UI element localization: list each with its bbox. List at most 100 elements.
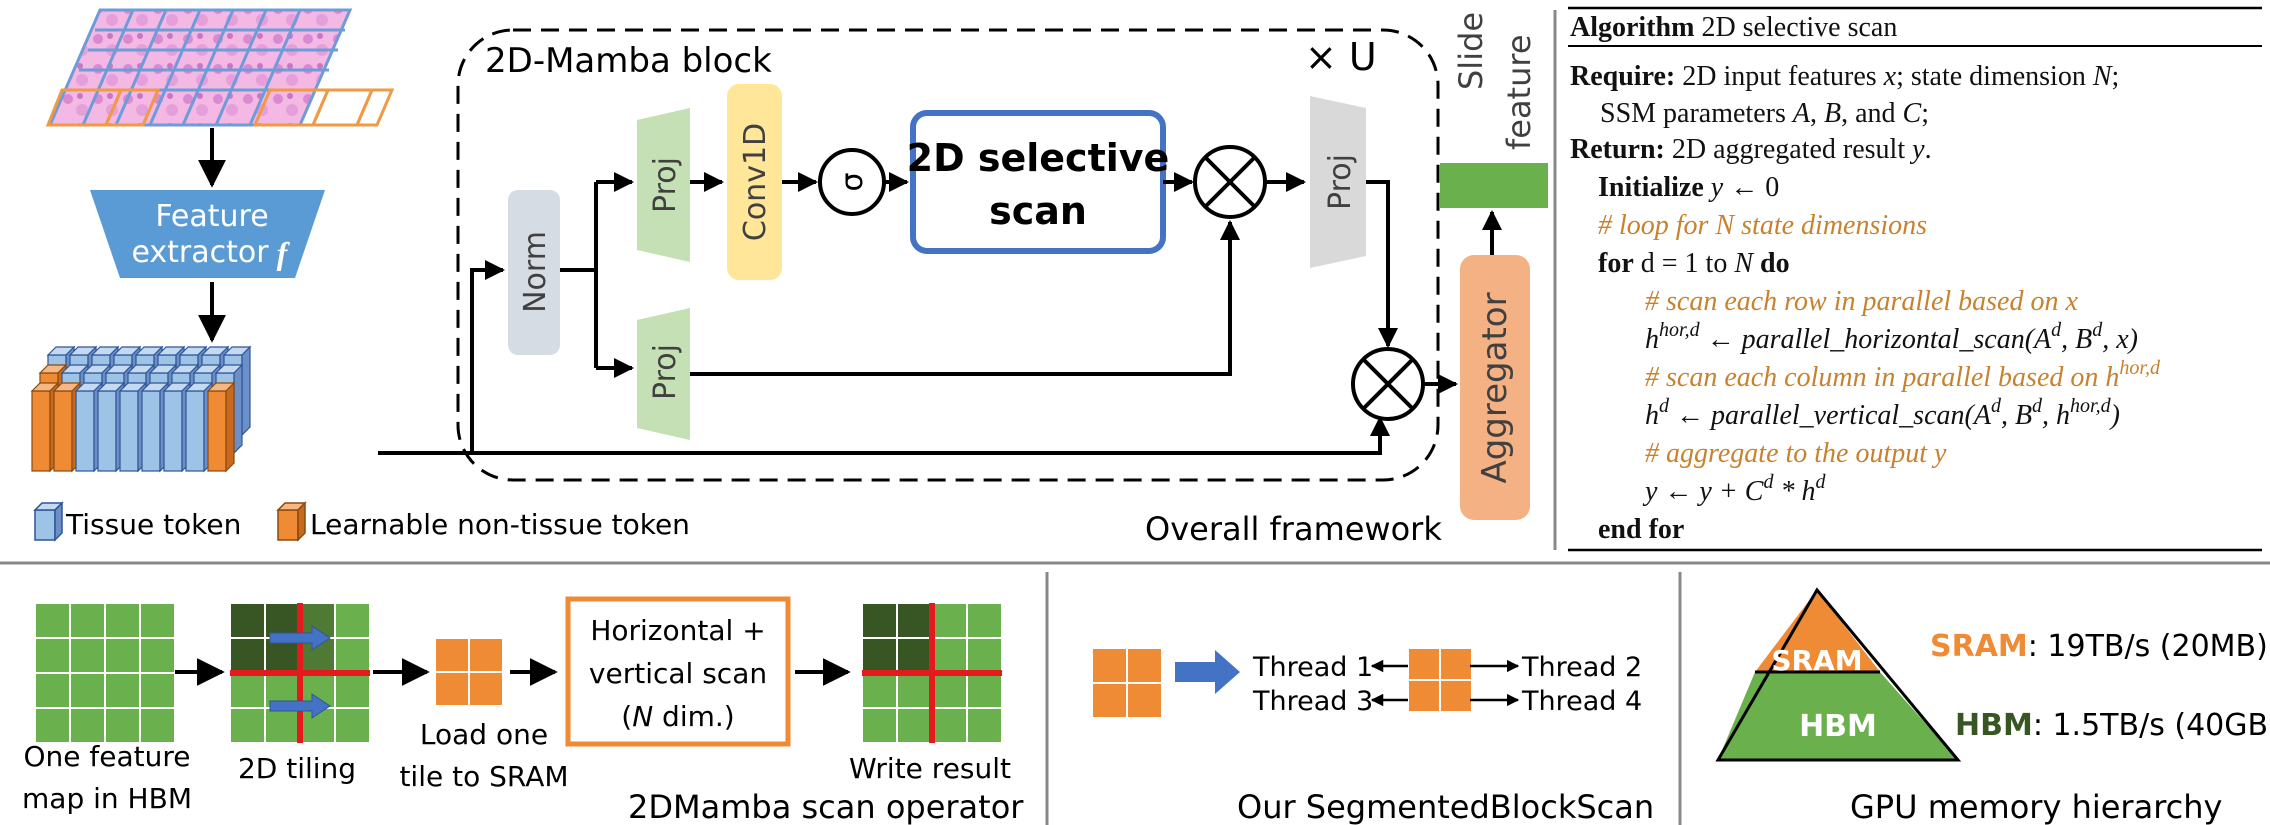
tiling-grid: [229, 602, 371, 744]
grid-cell: [931, 707, 968, 744]
grid-cell: [1091, 647, 1128, 684]
hbm-label: HBM: [1799, 709, 1877, 744]
segmented-caption: Our SegmentedBlockScan: [1237, 788, 1654, 825]
result-grid: [861, 602, 1003, 744]
repeat-count: × U: [1305, 35, 1377, 79]
grid-cell: [69, 602, 106, 639]
memory-pyramid-outline: [1715, 587, 1962, 762]
scan-box-line-2: vertical scan: [589, 657, 767, 690]
sram-rate: SRAM: 19TB/s (20MB): [1930, 629, 2268, 664]
grid-cell: [1407, 647, 1441, 681]
grid-cell: [334, 602, 371, 639]
arrow-to-norm: [470, 260, 505, 453]
label-write: Write result: [849, 752, 1011, 785]
proj-bottom-label: Proj: [648, 344, 683, 400]
grid-cell: [34, 637, 71, 674]
aggregator-block: [1460, 255, 1530, 520]
algo-require: Require: 2D input features x; state dime…: [1570, 61, 2119, 92]
feature-extractor: [90, 190, 325, 278]
feature-extractor-label-1: Feature: [155, 199, 268, 234]
grid-cell: [264, 602, 301, 639]
mamba-block-border: [456, 28, 1440, 482]
sram-tier: [1755, 590, 1880, 672]
algo-end-for: end for: [1598, 514, 1684, 545]
grid-cell: [1126, 647, 1163, 684]
scan-box-line-1: Horizontal +: [590, 614, 765, 647]
grid-cell: [861, 707, 898, 744]
token-grid: [30, 345, 252, 473]
label-hbm-2: map in HBM: [22, 782, 192, 815]
grid-cell: [34, 672, 71, 709]
grid-cell: [229, 637, 266, 674]
thread-2-label: Thread 2: [1521, 652, 1642, 683]
grid-cell: [334, 637, 371, 674]
feature-map-hbm-grid: [34, 602, 176, 744]
grid-cell: [434, 671, 470, 707]
thread-3-label: Thread 3: [1252, 686, 1373, 717]
grid-cell: [264, 707, 301, 744]
grid-cell: [334, 672, 371, 709]
legend-tissue-swatch: [33, 501, 64, 542]
proj-top-label: Proj: [648, 157, 683, 213]
grid-cell: [104, 637, 141, 674]
scan-box-line-3: (N dim.): [621, 700, 734, 733]
algo-comment-row: # scan each row in parallel based on x: [1645, 286, 2078, 317]
label-tiling: 2D tiling: [238, 752, 356, 785]
algo-comment-agg: # aggregate to the output y: [1645, 438, 1947, 469]
legend-tissue-label: Tissue token: [65, 508, 241, 541]
sram-tile: [434, 637, 504, 707]
label-hbm-1: One feature: [23, 740, 190, 773]
grid-cell: [229, 672, 266, 709]
multiply-top: [1193, 145, 1267, 219]
segmented-thread-tile: [1407, 647, 1473, 713]
grid-cell: [139, 602, 176, 639]
grid-cell: [896, 637, 933, 674]
norm-label: Norm: [518, 231, 553, 313]
grid-cell: [1407, 679, 1441, 713]
scan-operator-box: [565, 596, 791, 747]
norm-block: [508, 190, 560, 355]
algo-comment-loop: # loop for N state dimensions: [1598, 210, 1927, 241]
segmented-source-tile: [1091, 647, 1163, 719]
feature-extractor-label-2: extractor: [131, 235, 269, 270]
feature-extractor-symbol: f: [277, 235, 291, 271]
grid-cell: [896, 707, 933, 744]
grid-cell: [69, 707, 106, 744]
multiply-bottom: [1351, 347, 1425, 421]
grid-cell: [34, 602, 71, 639]
grid-cell: [1126, 682, 1163, 719]
algo-title: Algorithm 2D selective scan: [1570, 12, 1897, 43]
thread-4-label: Thread 4: [1521, 686, 1642, 717]
grid-cell: [229, 602, 266, 639]
grid-cell: [896, 672, 933, 709]
slide-feature-label-2: feature: [1500, 34, 1538, 150]
mamba-block-title: 2D-Mamba block: [485, 41, 772, 81]
grid-cell: [104, 602, 141, 639]
slide-feature-block: [1440, 163, 1548, 208]
thread-1-label: Thread 1: [1252, 652, 1373, 683]
label-load-2: tile to SRAM: [399, 760, 568, 793]
grid-cell: [896, 602, 933, 639]
scan-operator-caption: 2DMamba scan operator: [628, 788, 1024, 825]
framework-caption: Overall framework: [1145, 510, 1442, 548]
algo-require-2: SSM parameters A, B, and C;: [1600, 98, 1929, 129]
algo-return: Return: 2D aggregated result y.: [1570, 134, 1932, 165]
selective-scan-label-2: scan: [989, 189, 1087, 233]
selective-scan-label-1: 2D selective: [907, 136, 1170, 180]
proj-top-block: [637, 108, 690, 262]
grid-cell: [1091, 682, 1128, 719]
legend-nontissue-label: Learnable non-tissue token: [310, 508, 690, 541]
grid-cell: [468, 637, 504, 673]
grid-cell: [69, 672, 106, 709]
aggregator-label: Aggregator: [1475, 292, 1515, 483]
proj-bottom-block: [637, 308, 690, 440]
input-residual-line: [378, 416, 1390, 455]
nontissue-token: [206, 381, 236, 473]
grid-cell: [931, 602, 968, 639]
grid-cell: [139, 672, 176, 709]
grid-cell: [931, 672, 968, 709]
wsi-grid: [45, 8, 395, 127]
grid-cell: [861, 672, 898, 709]
sram-label: SRAM: [1771, 644, 1862, 677]
grid-cell: [69, 637, 106, 674]
